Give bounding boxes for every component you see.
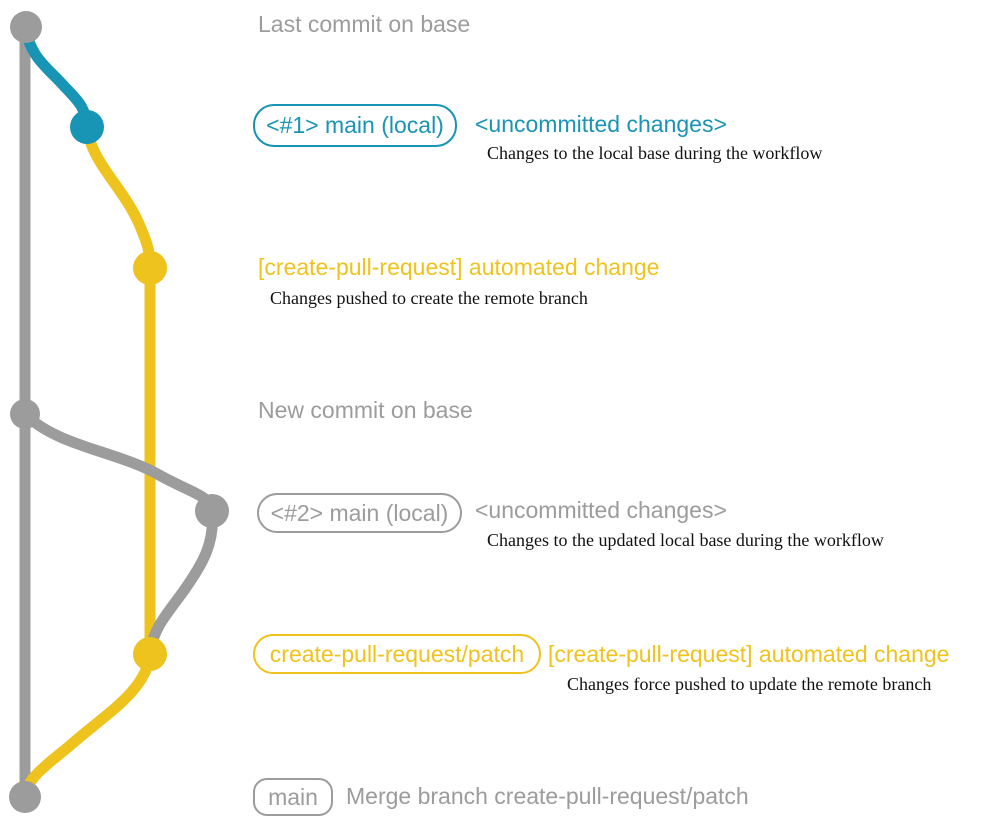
description-automated-change-1: Changes pushed to create the remote bran… — [270, 288, 588, 308]
label-last-commit-on-base: Last commit on base — [258, 11, 471, 37]
branch-badge-main: main — [253, 778, 333, 816]
label-automated-change-1: [create-pull-request] automated change — [258, 254, 660, 280]
branch-badge-main-local-1-label: <#1> main (local) — [266, 112, 444, 138]
uncommitted-branch-line-teal — [20, 24, 93, 133]
updated-base-branch-line — [19, 408, 218, 655]
branch-badge-create-pull-request-patch-label: create-pull-request/patch — [269, 640, 525, 667]
description-uncommitted-changes-2: Changes to the updated local base during… — [487, 530, 884, 550]
label-uncommitted-changes-1: <uncommitted changes> — [475, 111, 727, 137]
label-new-commit-on-base: New commit on base — [258, 397, 473, 423]
commit-node-merge — [9, 781, 41, 813]
commit-node-uncommitted-1 — [70, 110, 104, 144]
branch-badge-main-local-2: <#2> main (local) — [257, 493, 462, 533]
branch-badge-main-local-2-label: <#2> main (local) — [270, 499, 449, 526]
branch-badge-main-local-1: <#1> main (local) — [253, 104, 457, 147]
commit-node-last-base — [10, 11, 42, 43]
description-uncommitted-changes-1: Changes to the local base during the wor… — [487, 143, 823, 163]
label-merge-branch: Merge branch create-pull-request/patch — [346, 783, 749, 809]
commit-node-automated-1 — [133, 251, 167, 285]
branch-badge-create-pull-request-patch: create-pull-request/patch — [253, 634, 541, 674]
label-uncommitted-changes-2: <uncommitted changes> — [475, 497, 727, 523]
commit-node-automated-2 — [133, 637, 167, 671]
commit-node-uncommitted-2 — [195, 494, 229, 528]
commit-node-new-base — [10, 399, 40, 429]
branch-badge-main-label: main — [268, 783, 318, 810]
description-automated-change-2: Changes force pushed to update the remot… — [567, 674, 932, 694]
label-automated-change-2: [create-pull-request] automated change — [548, 641, 950, 667]
